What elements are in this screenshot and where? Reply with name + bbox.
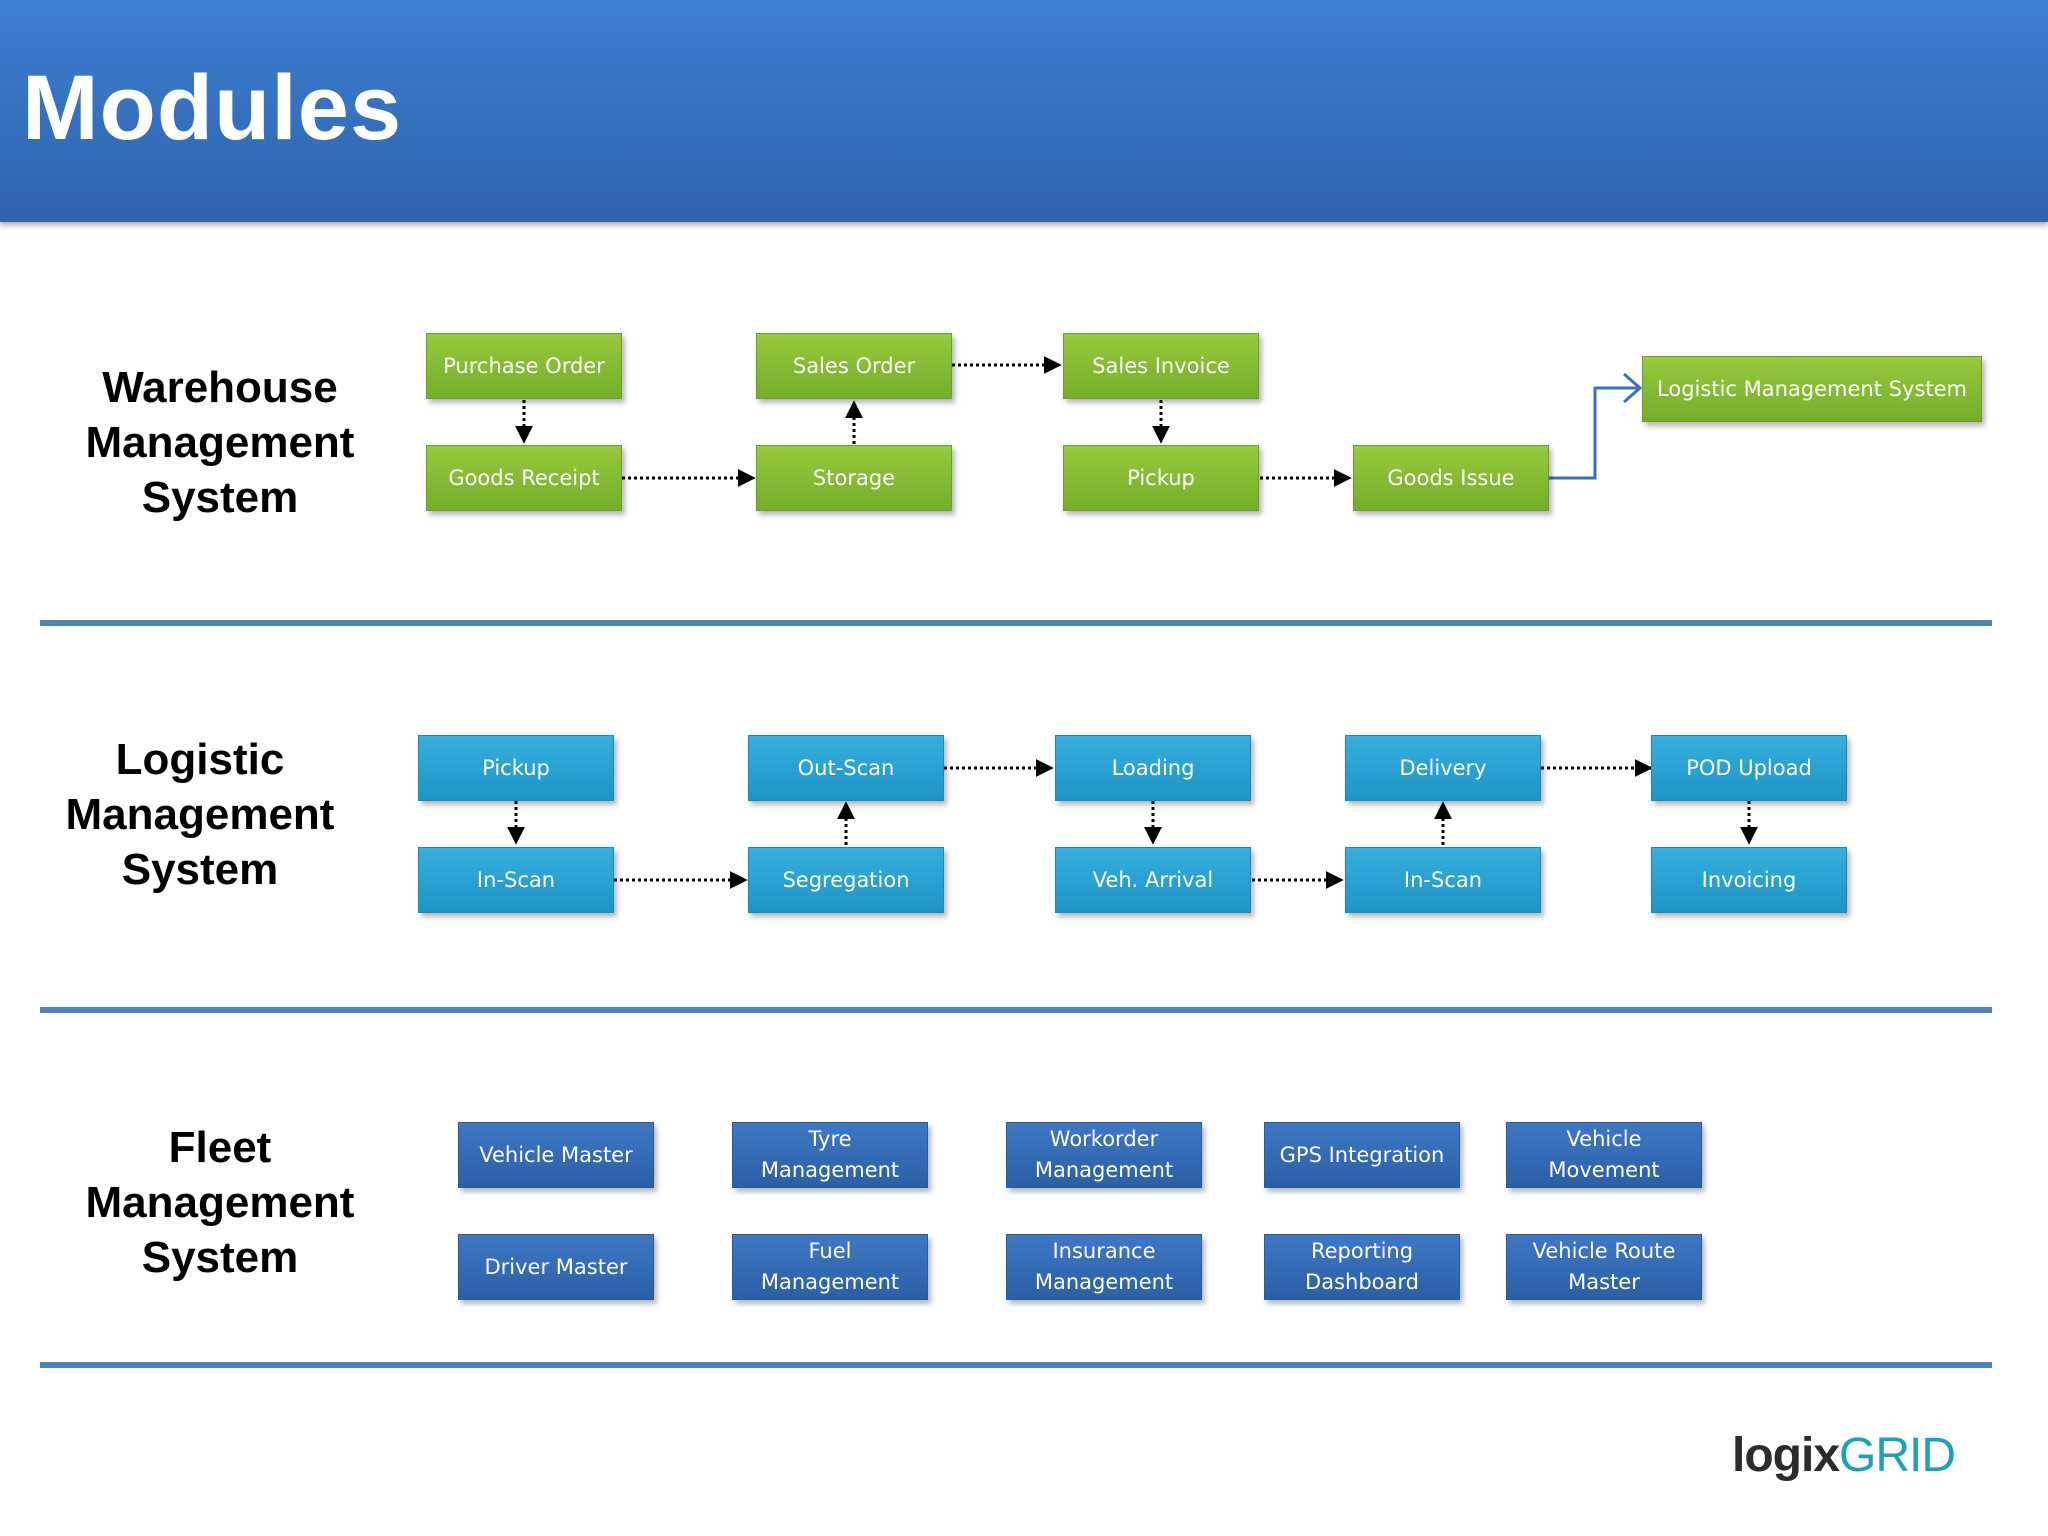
section-divider-3 — [40, 1362, 1992, 1368]
box-delivery: Delivery — [1345, 735, 1541, 801]
box-sales-invoice: Sales Invoice — [1063, 333, 1259, 399]
box-tyre-management: Tyre Management — [732, 1122, 928, 1188]
box-in-scan-2: In-Scan — [1345, 847, 1541, 913]
box-vehicle-movement: Vehicle Movement — [1506, 1122, 1702, 1188]
box-vehicle-arrival: Veh. Arrival — [1055, 847, 1251, 913]
box-goods-receipt: Goods Receipt — [426, 445, 622, 511]
box-storage: Storage — [756, 445, 952, 511]
logo-part-logix: logix — [1732, 1429, 1840, 1482]
box-invoicing: Invoicing — [1651, 847, 1847, 913]
box-pod-upload: POD Upload — [1651, 735, 1847, 801]
box-insurance-management: Insurance Management — [1006, 1234, 1202, 1300]
warehouse-section-title: Warehouse Management System — [85, 363, 355, 522]
box-lms-pickup: Pickup — [418, 735, 614, 801]
box-gps-integration: GPS Integration — [1264, 1122, 1460, 1188]
box-goods-issue: Goods Issue — [1353, 445, 1549, 511]
logistic-section-title: Logistic Management System — [65, 735, 335, 894]
box-vehicle-master: Vehicle Master — [458, 1122, 654, 1188]
logo-part-grid: GRID — [1839, 1429, 1956, 1482]
fleet-section-title: Fleet Management System — [85, 1123, 355, 1282]
box-segregation: Segregation — [748, 847, 944, 913]
box-out-scan: Out-Scan — [748, 735, 944, 801]
section-divider-1 — [40, 620, 1992, 626]
box-in-scan-1: In-Scan — [418, 847, 614, 913]
box-workorder-management: Workorder Management — [1006, 1122, 1202, 1188]
box-driver-master: Driver Master — [458, 1234, 654, 1300]
page-title: Modules — [22, 57, 403, 159]
connector-arrowhead — [1623, 372, 1643, 404]
section-divider-2 — [40, 1007, 1992, 1013]
box-logistic-management-system: Logistic Management System — [1642, 356, 1982, 422]
box-fuel-management: Fuel Management — [732, 1234, 928, 1300]
box-vehicle-route-master: Vehicle Route Master — [1506, 1234, 1702, 1300]
logixgrid-logo: logixGRID — [1732, 1428, 1956, 1483]
box-sales-order: Sales Order — [756, 333, 952, 399]
box-loading: Loading — [1055, 735, 1251, 801]
title-banner: Modules — [0, 0, 2048, 222]
box-pickup: Pickup — [1063, 445, 1259, 511]
box-purchase-order: Purchase Order — [426, 333, 622, 399]
box-reporting-dashboard: Reporting Dashboard — [1264, 1234, 1460, 1300]
connector-goodsissue-to-lms — [1548, 386, 1640, 480]
